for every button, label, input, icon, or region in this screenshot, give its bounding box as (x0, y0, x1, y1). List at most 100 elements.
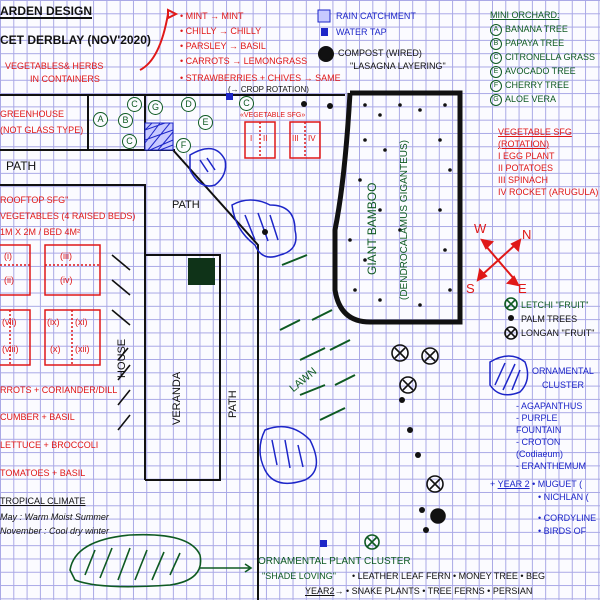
rain-catchment-legend-icon (317, 9, 331, 23)
veranda-label: VERANDA (171, 371, 183, 425)
container-item: • STRAWBERRIES + CHIVES → SAME (180, 73, 341, 83)
legend-compost: COMPOST (WIRED) (338, 48, 422, 58)
container-item: • CARROTS → LEMONGRASS (180, 56, 308, 66)
ornamental-item: - CROTON (Codiaeum) (516, 437, 564, 459)
climate-line: November : Cool dry winter (0, 526, 110, 536)
bed-label: (x) (50, 344, 61, 354)
ornamental-year2: + YEAR 2 • MUGUET ( (490, 479, 583, 489)
container-item: • CHILLY → CHILLY (180, 26, 262, 36)
ornamental-list: - AGAPANTHUS - PURPLE FOUNTAIN - CROTON … (516, 400, 600, 472)
veg-sfg-bed: II (263, 134, 268, 143)
crop-rotation-note: (→ CROP ROTATION) (228, 85, 309, 94)
compass-e: E (518, 281, 527, 296)
tree-legend: LETCHI "FRUIT" PALM TREES LONGAN "FRUIT" (521, 298, 600, 340)
bamboo-border (332, 90, 463, 325)
container-item: • PARSLEY → BASIL (180, 41, 266, 51)
orchard-letter-icon: A (490, 23, 502, 36)
path-edge (172, 149, 259, 600)
plant-marker: D (181, 97, 196, 112)
shade-title: ORNAMENTAL PLANT CLUSTER (258, 556, 411, 567)
orchard-letter-icon: B (490, 37, 502, 50)
ornamental-year2-list: + YEAR 2 • MUGUET ( • NICHLAN ( • CORDYL… (490, 478, 600, 538)
ornamental-title: CLUSTER (542, 380, 585, 390)
plant-marker: G (148, 100, 163, 115)
bamboo-label: (DENDROCALAMUS GIGANTEUS) (399, 139, 410, 300)
water-tap-legend-icon (321, 28, 328, 36)
veg-sfg-item: I EGG PLANT (498, 151, 555, 161)
title-line2: CET DERBLAY (NOV'2020) (0, 33, 151, 47)
containers-label: IN CONTAINERS (30, 74, 100, 84)
ornamental-item: - ERANTHEMUM (516, 461, 586, 471)
letchi-trees (364, 297, 518, 550)
climate-line: May : Warm Moist Summer (0, 512, 109, 522)
path-label: PATH (172, 199, 200, 211)
plant-marker: C (122, 134, 137, 149)
shade-items: • LEATHER LEAF FERN • MONEY TREE • BEG (352, 571, 545, 581)
shade-subtitle: "SHADE LOVING" (262, 571, 336, 581)
bamboo-dots (262, 101, 514, 533)
path-label: PATH (227, 390, 239, 418)
veg-sfg-item: III SPINACH (498, 175, 549, 185)
veg-sfg-map-label: «VEGETABLE SFG» (240, 112, 306, 119)
rain-catchment-hatch (144, 122, 174, 151)
legend-compost-note: "LASAGNA LAYERING" (350, 61, 446, 71)
ornamental-heading: ORNAMENTAL CLUSTER (532, 364, 600, 392)
bamboo-label: GIANT BAMBOO (365, 182, 379, 275)
ornamental-title: ORNAMENTAL (532, 366, 594, 376)
bed-label: (ix) (47, 317, 60, 327)
shade-blob (69, 254, 356, 588)
letchi-legend: LETCHI "FRUIT" (521, 300, 589, 310)
compass-n: N (522, 227, 532, 242)
compost-legend-icon (318, 46, 334, 62)
rooftop-title: ROOFTOP SFG" (0, 195, 69, 205)
plant-marker: F (176, 138, 191, 153)
house-label: HOUSE (116, 338, 128, 378)
ornamental-item: - AGAPANTHUS (516, 401, 583, 411)
ornamental-item: - PURPLE FOUNTAIN (516, 413, 562, 435)
veranda-square (188, 258, 215, 285)
greenhouse-label: (NOT GLASS TYPE) (0, 125, 84, 135)
containers-label: VEGETABLES& HERBS (5, 61, 104, 71)
container-item: • MINT → MINT (180, 11, 244, 21)
bed-label: (viii) (2, 344, 19, 354)
title-line1: ARDEN DESIGN (0, 4, 93, 19)
veg-sfg-bed: I (250, 134, 253, 143)
compass-w: W (474, 221, 487, 236)
veg-sfg-legend: VEGETABLE SFG (ROTATION) I EGG PLANT II … (498, 126, 600, 198)
bed-label: (i) (4, 251, 12, 261)
legend-rain: RAIN CATCHMENT (336, 11, 416, 21)
orchard-letter-icon: F (490, 79, 502, 92)
compass-s: S (466, 281, 475, 296)
compass-icon (139, 8, 522, 287)
bed-pair: TOMATOES + BASIL (0, 468, 86, 478)
water-tap-icon (320, 540, 327, 547)
plant-marker: C (127, 97, 142, 112)
bed-label: (xii) (75, 344, 90, 354)
ornamental-year2-item: • CORDYLINE (538, 513, 597, 523)
rooftop-subtitle: VEGETABLES (4 RAISED BEDS) (0, 211, 136, 221)
orchard-letter-icon: C (490, 51, 502, 64)
rooftop-size: 1M X 2M / BED 4M² (0, 227, 81, 237)
bed-pair: CUMBER + BASIL (0, 412, 75, 422)
veg-sfg-title: VEGETABLE SFG (ROTATION) (498, 127, 572, 149)
greenhouse-label: GREENHOUSE (0, 109, 65, 119)
plant-marker: B (118, 113, 133, 128)
veg-sfg-item: IV ROCKET (ARUGULA) (498, 187, 599, 197)
plant-marker: E (198, 115, 213, 130)
bed-label: (xi) (75, 317, 88, 327)
plant-marker: A (93, 112, 108, 127)
orchard-letter-icon: G (490, 93, 502, 106)
veg-sfg-bed: IV (308, 134, 316, 143)
plant-marker: C (239, 96, 254, 111)
veg-sfg-bed: III (292, 134, 299, 143)
climate-title: TROPICAL CLIMATE (0, 496, 86, 506)
veg-sfg-item: II POTATOES (498, 163, 554, 173)
bed-label: (iii) (60, 251, 72, 261)
ornamental-year2-item: • NICHLAN ( (538, 492, 589, 502)
